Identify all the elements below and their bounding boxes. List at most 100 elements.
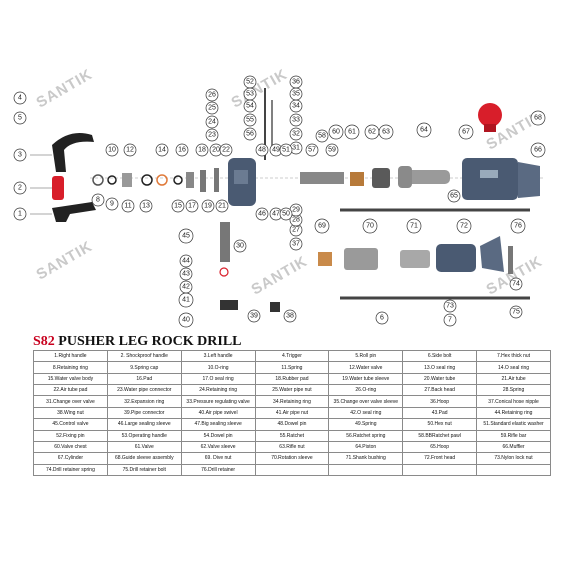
retaining-ring-part	[219, 267, 229, 277]
callout-number: 29	[292, 207, 300, 214]
callout-number: 47	[272, 211, 280, 218]
part-cell: 62.Valve sleeve	[180, 440, 256, 454]
callout-number: 25	[208, 105, 216, 112]
part-cell: 16.Pad	[106, 372, 182, 386]
part-cell: 18.Rubber pad	[254, 372, 330, 386]
valve-sleeve-part	[372, 168, 390, 188]
callout-number: 3	[18, 152, 22, 159]
part-cell: 70.Rotation sleeve	[254, 452, 330, 465]
callout-number: 75	[512, 309, 520, 316]
callout-number: 20	[212, 147, 220, 154]
callout-number: 50	[282, 211, 290, 218]
callout-number: 62	[368, 129, 376, 136]
callout-number: 26	[208, 92, 216, 99]
part-cell: 2. Shockproof handle	[106, 349, 182, 363]
callout-number: 73	[446, 303, 454, 310]
part-cell: 44.Retaining ring	[476, 406, 551, 420]
part-cell: 74.Drill retainer spring	[33, 463, 108, 477]
rotation-sleeve-part	[344, 248, 378, 270]
part-cell	[476, 463, 551, 477]
part-cell: 69. Dive nut	[180, 452, 256, 465]
shockproof-handle	[52, 176, 64, 200]
callout-number: 2	[18, 185, 22, 192]
callout-number: 8	[96, 197, 100, 204]
part-cell: 8.Retaining ring	[33, 361, 108, 374]
o-ring-part	[173, 175, 183, 185]
piston-head	[398, 166, 412, 188]
watermark: SANTIK	[229, 66, 291, 112]
part-cell: 58.BBRatchet pawl	[402, 429, 478, 442]
part-cell: 53.Operating handle	[106, 429, 182, 442]
callout-number: 6	[380, 315, 384, 322]
part-cell: 6.Side bolt	[402, 349, 478, 363]
part-cell: 35.Change over valve sleeve	[328, 395, 404, 408]
drill-retainer-part	[480, 236, 504, 272]
callout-number: 16	[178, 147, 186, 154]
part-cell: 61.Valve	[106, 440, 182, 454]
red-cap-part	[478, 103, 502, 127]
part-cell: 3.Left handle	[180, 349, 256, 363]
callout-number: 59	[328, 147, 336, 154]
callout-number: 46	[258, 211, 266, 218]
part-cell: 15.Water valve body	[33, 372, 108, 386]
pipe-connector-part	[220, 300, 238, 310]
o-ring-part	[107, 175, 117, 185]
o-ring-part	[141, 174, 153, 186]
shank-bushing-part	[400, 250, 430, 268]
part-cell: 64.Piston	[328, 440, 404, 454]
callout-number: 1	[18, 211, 22, 218]
callout-number: 65	[450, 193, 458, 200]
spring-cap-part	[122, 173, 132, 187]
part-cell: 36.Hoop	[402, 395, 478, 408]
part-cell: 26.O-ring	[328, 384, 404, 397]
part-cell: 54.Dowel pin	[180, 429, 256, 442]
part-cell: 5.Roll pin	[328, 349, 404, 363]
callout-number: 44	[182, 258, 190, 265]
callout-number: 54	[246, 103, 254, 110]
callout-number: 7	[448, 317, 452, 324]
callout-number: 42	[182, 284, 190, 291]
part-cell	[254, 463, 330, 477]
part-cell: 25.Water pipe nut	[254, 384, 330, 397]
part-cell: 51.Standard elastic washer	[476, 418, 551, 431]
water-valve-body-part	[186, 172, 194, 188]
part-cell: 46.Large sealing sleeve	[106, 418, 182, 431]
callout-number: 55	[246, 117, 254, 124]
callout-number: 27	[292, 227, 300, 234]
callout-number: 56	[246, 131, 254, 138]
part-cell: 21.Air tube	[476, 372, 551, 386]
part-cell: 17.O seal ring	[180, 372, 256, 386]
callout-number: 72	[460, 223, 468, 230]
callout-number: 43	[182, 271, 190, 278]
diagram-title: S82 PUSHER LEG ROCK DRILL	[33, 334, 242, 350]
part-cell: 72.Front head	[402, 452, 478, 465]
callout-number: 37	[292, 241, 300, 248]
callout-number: 4	[18, 95, 22, 102]
callout-group: 1 2 3 4 5 6 7 8 9 10 11 12 13 14 15 16 1…	[13, 75, 546, 328]
part-cell: 68.Guide sleeve assembly	[106, 452, 182, 465]
callout-number: 71	[410, 223, 418, 230]
valve-chest-part	[300, 172, 344, 184]
callout-number: 76	[514, 223, 522, 230]
part-cell: 65.Hoop	[402, 440, 478, 454]
part-cell: 11.Spring	[254, 361, 330, 374]
part-cell: 31.Change over valve	[33, 395, 108, 408]
part-cell: 55.Ratchet	[254, 429, 330, 442]
callout-number: 17	[188, 203, 196, 210]
part-cell: 59.Rifle bar	[476, 429, 551, 442]
part-cell: 34.Retaining ring	[254, 395, 330, 408]
callout-number: 52	[246, 79, 254, 86]
front-head-part	[436, 244, 476, 272]
part-cell: 33.Pressure regulating valve	[180, 395, 256, 408]
part-cell: 1.Right handle	[33, 349, 108, 363]
callout-number: 10	[108, 147, 116, 154]
exploded-parts-diagram: SANTIK SANTIK SANTIK SANTIK SANTIK SANTI…	[13, 66, 546, 328]
callout-number: 41	[182, 297, 190, 304]
part-cell: 48.Dowel pin	[254, 418, 330, 431]
o-ring-part	[92, 174, 104, 186]
